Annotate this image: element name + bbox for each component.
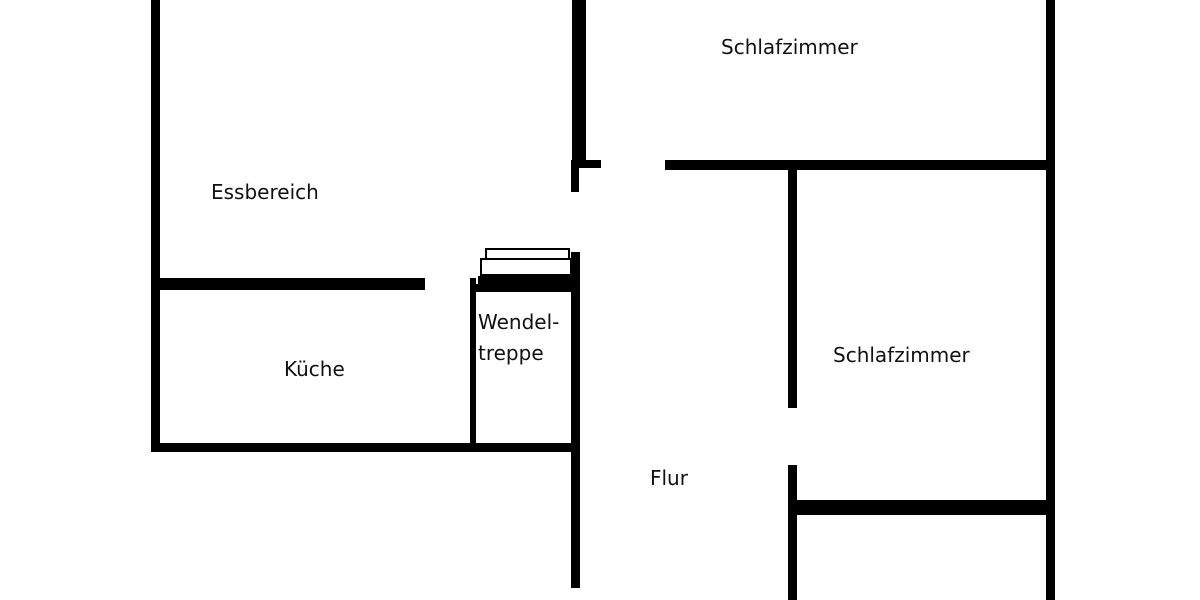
wall-schlafzimmer-right-left-lower xyxy=(788,465,797,600)
wall-essbereich-right-stub xyxy=(571,160,579,192)
wall-treppe-top xyxy=(470,284,579,292)
wall-essbereich-kueche xyxy=(151,278,425,290)
room-label-schlafzimmer-right: Schlafzimmer xyxy=(833,343,970,367)
wall-schlafzimmer-top-bottom xyxy=(665,160,1055,170)
wall-left-outer xyxy=(151,0,160,452)
wall-schlafzimmer-right-bottom xyxy=(788,500,1055,515)
wall-schlafzimmer-right-left-upper xyxy=(788,165,797,408)
room-label-flur: Flur xyxy=(650,466,688,490)
room-label-wendeltreppe-line1: Wendel- xyxy=(478,310,560,334)
wall-treppe-left xyxy=(470,278,476,452)
wall-kueche-bottom xyxy=(151,443,579,452)
wall-stub-horizontal xyxy=(579,160,601,168)
room-label-schlafzimmer-top: Schlafzimmer xyxy=(721,35,858,59)
wall-essbereich-right-upper xyxy=(572,0,586,165)
stair-tread-lower xyxy=(478,276,574,284)
wall-right-outer xyxy=(1046,0,1055,600)
stair-tread-middle xyxy=(480,258,572,276)
room-label-essbereich: Essbereich xyxy=(211,180,319,204)
room-label-wendeltreppe-line2: treppe xyxy=(478,341,544,365)
room-label-kueche: Küche xyxy=(284,357,345,381)
wall-flur-left xyxy=(571,252,580,588)
